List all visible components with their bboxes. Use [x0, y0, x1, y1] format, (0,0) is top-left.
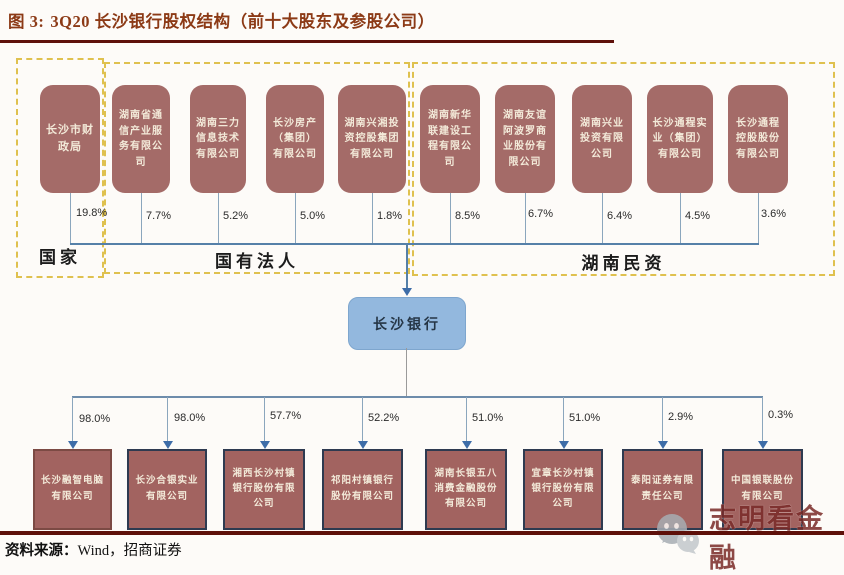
connector-line — [72, 397, 73, 442]
subsidiary-box: 中国银联股份有限公司 — [722, 449, 803, 530]
stake-pct: 51.0% — [569, 412, 601, 424]
stake-pct: 98.0% — [79, 413, 111, 425]
connector-bus-top — [70, 243, 759, 245]
ownership-pct: 8.5% — [455, 210, 481, 222]
watermark: 志明看金融 — [655, 497, 844, 575]
connector-line — [762, 397, 763, 442]
stake-pct: 0.3% — [768, 409, 794, 421]
stake-pct: 98.0% — [174, 412, 206, 424]
group-frame-state — [16, 58, 104, 278]
arrowhead-icon — [402, 288, 412, 296]
arrowhead-icon — [462, 441, 472, 449]
shareholder-box: 长沙市财政局 — [40, 85, 100, 193]
connector-line — [264, 397, 265, 442]
connector-line — [466, 397, 467, 442]
arrowhead-icon — [260, 441, 270, 449]
connector-line — [406, 348, 407, 397]
source-label: 资料来源： — [5, 543, 78, 559]
connector-line — [525, 193, 526, 244]
connector-line — [450, 193, 451, 244]
connector-line — [141, 193, 142, 244]
arrowhead-icon — [163, 441, 173, 449]
shareholder-box: 长沙房产（集团）有限公司 — [266, 85, 324, 193]
source-note: 资料来源：Wind，招商证券 — [5, 539, 182, 560]
subsidiary-box: 宜章长沙村镇银行股份有限公司 — [523, 449, 603, 530]
arrowhead-icon — [758, 441, 768, 449]
ownership-pct: 4.5% — [685, 210, 711, 222]
connector-line — [662, 397, 663, 442]
connector-line — [563, 397, 564, 442]
shareholder-box: 湖南兴湘投资控股集团有限公司 — [338, 85, 406, 193]
connector-line — [602, 193, 603, 244]
subsidiary-box: 湖南长银五八消费金融股份有限公司 — [425, 449, 507, 530]
watermark-text: 志明看金融 — [709, 504, 825, 573]
arrowhead-icon — [358, 441, 368, 449]
shareholder-box: 湖南兴业投资有限公司 — [572, 85, 632, 193]
connector-line — [362, 397, 363, 442]
ownership-pct: 6.7% — [528, 208, 554, 220]
shareholder-box: 湖南友谊阿波罗商业股份有限公司 — [495, 85, 555, 193]
ownership-pct: 1.8% — [377, 210, 403, 222]
ownership-pct: 6.4% — [607, 210, 633, 222]
group-frame-state-legal — [104, 62, 410, 274]
shareholder-box: 湖南省通信产业服务有限公司 — [112, 85, 170, 193]
connector-line — [295, 193, 296, 244]
subsidiary-box: 泰阳证券有限责任公司 — [622, 449, 703, 530]
connector-line — [372, 193, 373, 244]
subsidiary-box: 祁阳村镇银行股份有限公司 — [322, 449, 403, 530]
figure-label: 图 3: — [8, 12, 45, 31]
connector-line — [167, 397, 168, 442]
title-divider — [0, 40, 614, 43]
source-value: Wind，招商证券 — [77, 543, 182, 559]
connector-line — [218, 193, 219, 244]
bank-node: 长沙银行 — [348, 297, 466, 350]
footer-divider — [0, 531, 844, 535]
group-label-state-legal: 国有法人 — [215, 252, 299, 271]
stake-pct: 52.2% — [368, 412, 400, 424]
group-label-state: 国家 — [39, 248, 81, 267]
arrowhead-icon — [68, 441, 78, 449]
shareholder-box: 长沙通程实业（集团）有限公司 — [647, 85, 713, 193]
ownership-pct: 3.6% — [761, 208, 787, 220]
group-label-private: 湖南民资 — [581, 254, 666, 273]
ownership-pct: 19.8% — [76, 207, 108, 219]
subsidiary-box: 长沙融智电脑有限公司 — [33, 449, 112, 530]
shareholder-box: 湖南三力信息技术有限公司 — [190, 85, 246, 193]
arrowhead-icon — [559, 441, 569, 449]
wechat-icon — [655, 513, 703, 560]
stake-pct: 51.0% — [472, 412, 504, 424]
connector-line — [758, 193, 759, 244]
subsidiary-box: 长沙合银实业有限公司 — [127, 449, 207, 530]
ownership-pct: 5.2% — [223, 210, 249, 222]
connector-line — [680, 193, 681, 244]
figure-title-text: 3Q20 长沙银行股权结构（前十大股东及参股公司） — [50, 12, 435, 31]
connector-bus-bottom — [72, 396, 763, 398]
shareholder-box: 长沙通程控股股份有限公司 — [728, 85, 788, 193]
connector-line — [70, 193, 71, 244]
figure-title: 图 3: 3Q20 长沙银行股权结构（前十大股东及参股公司） — [8, 8, 435, 32]
subsidiary-box: 湘西长沙村镇银行股份有限公司 — [223, 449, 305, 530]
shareholder-box: 湖南新华联建设工程有限公司 — [420, 85, 480, 193]
connector-line — [406, 245, 408, 288]
ownership-pct: 5.0% — [300, 210, 326, 222]
ownership-pct: 7.7% — [146, 210, 172, 222]
stake-pct: 57.7% — [270, 410, 302, 422]
group-frame-private — [412, 62, 835, 276]
arrowhead-icon — [658, 441, 668, 449]
stake-pct: 2.9% — [668, 411, 694, 423]
